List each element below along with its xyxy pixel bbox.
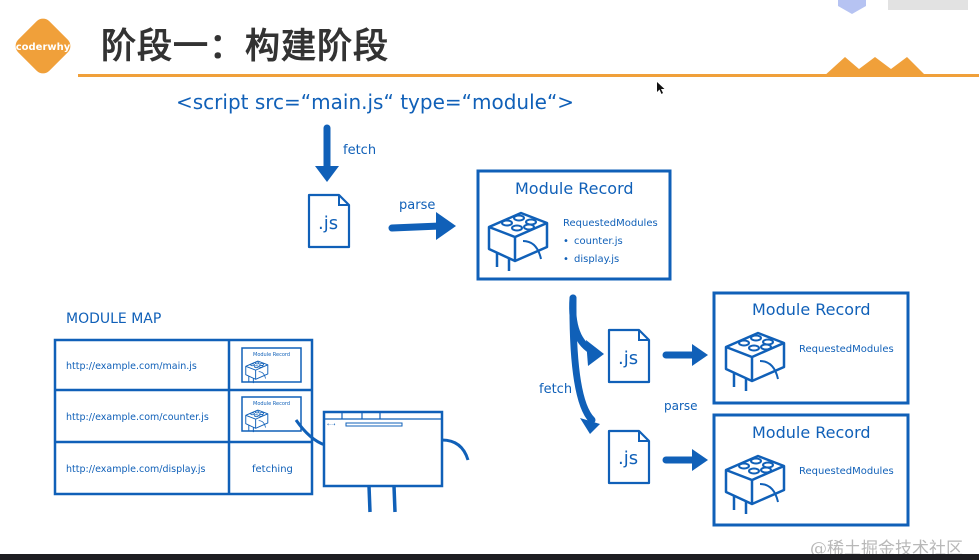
requested-item: display.js (574, 254, 619, 265)
module-url: http://example.com/display.js (66, 464, 206, 475)
svg-text:⇠⇢: ⇠⇢ (327, 422, 335, 428)
requested-item-bullet: • (563, 254, 569, 265)
parse-arrow-child (662, 449, 708, 471)
fetch-arrows-branch (569, 294, 604, 434)
lego-block-icon (724, 454, 786, 516)
mountains-decoration (823, 57, 927, 77)
coderwhy-logo: coderwhy (15, 18, 71, 74)
parse-arrow-child (662, 344, 708, 366)
module-map-table (53, 338, 314, 496)
module-status-fetching: fetching (252, 464, 293, 475)
bottom-bar (0, 554, 979, 560)
requested-modules-label: RequestedModules (799, 466, 894, 477)
child-module-record: Module Record RequestedModules (712, 291, 910, 405)
lego-block-icon (724, 331, 786, 393)
module-map-row: http://example.com/main.js Module Record (66, 347, 302, 384)
browser-character-icon: ⇠⇢ (294, 410, 470, 513)
title-underline (78, 74, 979, 77)
lego-block-icon (487, 211, 549, 273)
child-module-record: Module Record RequestedModules (712, 413, 910, 527)
requested-item: counter.js (574, 236, 623, 247)
module-url: http://example.com/main.js (66, 361, 197, 372)
page-title: 阶段一：构建阶段 (101, 27, 390, 67)
fetch-label-bottom: fetch (539, 382, 572, 397)
js-file-label: .js (318, 213, 338, 234)
module-map-row: http://example.com/counter.js Module Rec… (66, 396, 302, 433)
parse-arrow-top (388, 212, 456, 240)
fetch-label-top: fetch (343, 143, 376, 158)
record-title: Module Record (752, 423, 871, 442)
module-map-title: MODULE MAP (66, 311, 161, 327)
parse-label-top: parse (399, 198, 435, 213)
record-title: Module Record (752, 300, 871, 319)
script-tag-text: <script src=“main.js“ type=“module“> (176, 90, 574, 114)
js-file-label: .js (618, 348, 638, 369)
lego-block-icon (245, 360, 269, 384)
module-url: http://example.com/counter.js (66, 412, 209, 423)
logo-text: coderwhy (16, 42, 71, 53)
module-map-row: http://example.com/display.js fetching (66, 464, 293, 475)
requested-modules-label: RequestedModules (799, 344, 894, 355)
brand-logo-icon (838, 0, 968, 14)
main-module-record: Module Record RequestedModules • counter… (476, 169, 672, 281)
requested-modules-label: RequestedModules (563, 218, 658, 229)
requested-item-bullet: • (563, 236, 569, 247)
mouse-cursor-icon (657, 82, 665, 94)
record-title: Module Record (515, 179, 634, 198)
js-file-label: .js (618, 448, 638, 469)
mini-record-title: Module Record (253, 352, 290, 358)
parse-label-bottom: parse (664, 399, 698, 413)
fetch-arrow-top (315, 124, 339, 182)
lego-block-icon (245, 409, 269, 433)
mini-record-title: Module Record (253, 401, 290, 407)
